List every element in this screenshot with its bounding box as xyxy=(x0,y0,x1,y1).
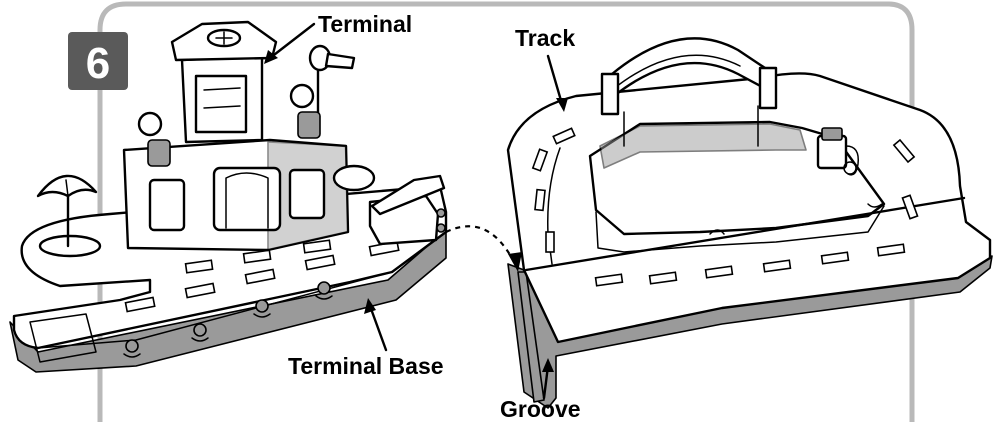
callout-terminal-base: Terminal Base xyxy=(288,298,444,379)
connection-arrow xyxy=(445,225,515,263)
callout-terminal: Terminal xyxy=(264,11,412,64)
groove xyxy=(517,271,545,403)
label-terminal: Terminal xyxy=(318,11,412,37)
fuel-station xyxy=(816,127,859,176)
umbrella-table xyxy=(36,174,102,258)
track-bridge xyxy=(600,37,778,147)
callout-groove: Groove xyxy=(500,358,581,422)
label-groove: Groove xyxy=(500,396,581,422)
track-lane-markings xyxy=(531,127,919,287)
label-terminal-base: Terminal Base xyxy=(288,353,444,379)
step-number: 6 xyxy=(86,39,110,88)
step-frame xyxy=(97,1,915,422)
terminal-base-illustration xyxy=(9,20,448,373)
callout-track: Track xyxy=(515,25,575,112)
runway-lights xyxy=(123,281,333,358)
track-illustration xyxy=(506,37,993,409)
connection-arrowhead xyxy=(508,252,522,272)
label-track: Track xyxy=(515,25,575,51)
cargo-crane xyxy=(368,174,446,246)
step-number-badge: 6 xyxy=(68,32,128,90)
